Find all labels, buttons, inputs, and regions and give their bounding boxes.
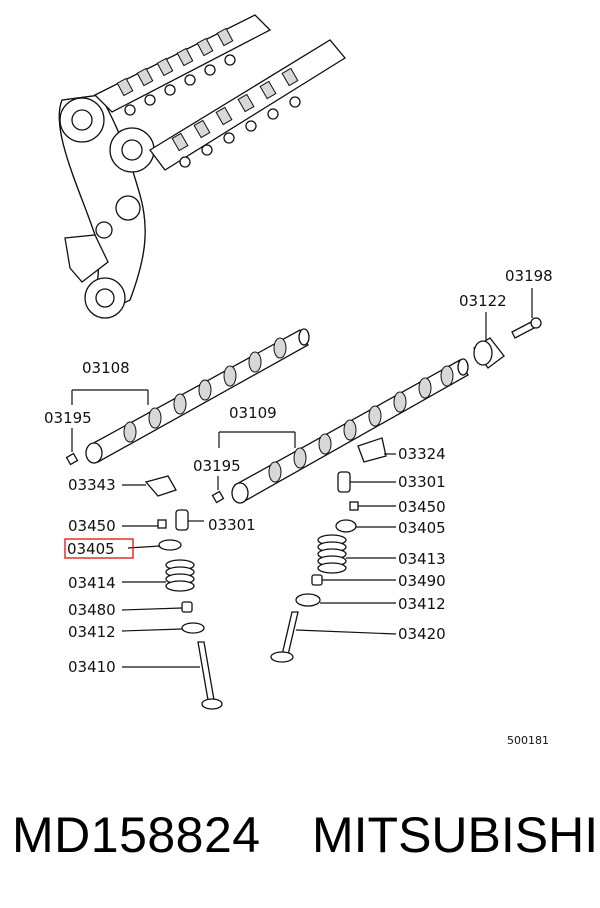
camshaft-03109 bbox=[231, 358, 469, 504]
label-03490: 03490 bbox=[398, 572, 446, 590]
camshaft-03108 bbox=[85, 328, 310, 464]
label-03420: 03420 bbox=[398, 625, 446, 643]
label-03414: 03414 bbox=[68, 574, 116, 592]
part-labels: 03108 03195 03109 03195 03198 03122 0334… bbox=[44, 267, 553, 747]
label-03301-right: 03301 bbox=[398, 473, 446, 491]
label-03410: 03410 bbox=[68, 658, 116, 676]
label-03450-left: 03450 bbox=[68, 517, 116, 535]
label-03108: 03108 bbox=[82, 359, 130, 377]
label-03480: 03480 bbox=[68, 601, 116, 619]
label-03450-right: 03450 bbox=[398, 498, 446, 516]
label-03109: 03109 bbox=[229, 404, 277, 422]
exploded-parts-diagram: 03108 03195 03109 03195 03198 03122 0334… bbox=[44, 14, 553, 747]
label-03405-left: 03405 bbox=[67, 540, 115, 558]
label-03343: 03343 bbox=[68, 476, 116, 494]
label-03412-right: 03412 bbox=[398, 595, 446, 613]
label-03122: 03122 bbox=[459, 292, 507, 310]
label-03324: 03324 bbox=[398, 445, 446, 463]
small-parts bbox=[65, 317, 542, 710]
label-03198: 03198 bbox=[505, 267, 553, 285]
highlight-box-03405 bbox=[64, 538, 134, 559]
brand-text: MITSUBISHI bbox=[312, 807, 599, 863]
label-03412-left: 03412 bbox=[68, 623, 116, 641]
reference-code: 500181 bbox=[507, 734, 549, 747]
part-number-text: MD158824 bbox=[12, 807, 261, 863]
label-03301-left: 03301 bbox=[208, 516, 256, 534]
label-03195-middle: 03195 bbox=[193, 457, 241, 475]
engine-overview-illustration bbox=[58, 14, 346, 319]
label-03413: 03413 bbox=[398, 550, 446, 568]
label-03405-right: 03405 bbox=[398, 519, 446, 537]
label-03195-left: 03195 bbox=[44, 409, 92, 427]
